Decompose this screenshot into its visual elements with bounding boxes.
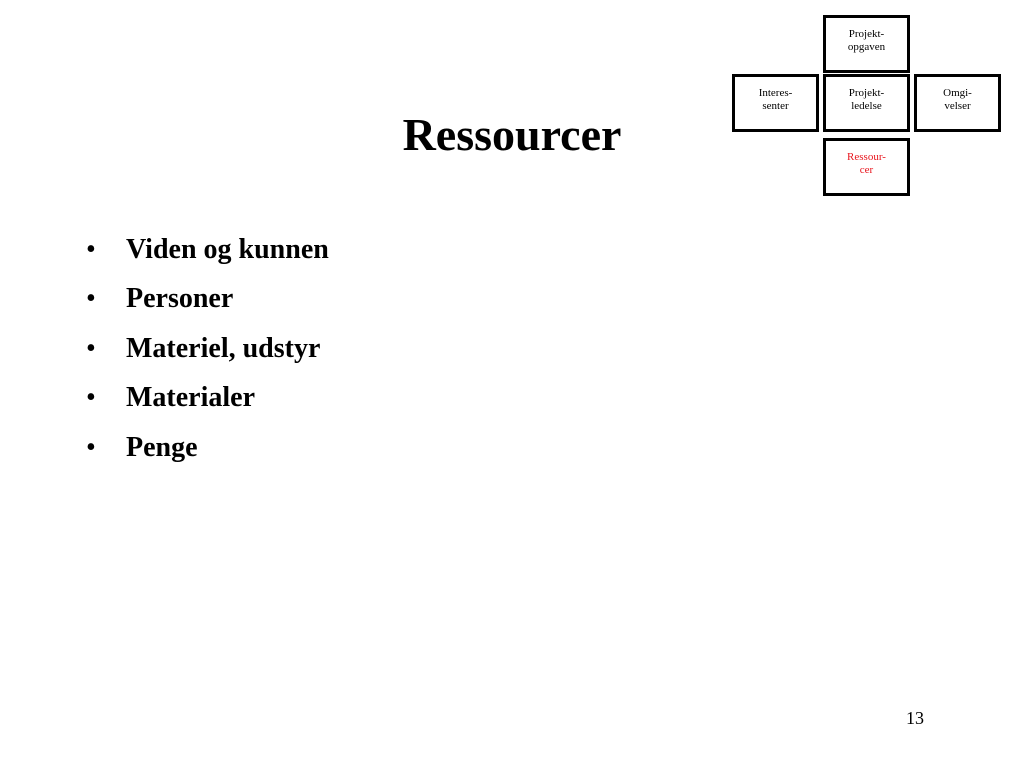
- diagram-box-label: Omgi-: [943, 87, 972, 99]
- list-item: • Personer: [86, 274, 329, 323]
- list-item-text: Materiel, udstyr: [126, 332, 321, 364]
- slide-title: Ressourcer: [402, 109, 622, 160]
- diagram-box-label: opgaven: [847, 41, 886, 53]
- bullet-icon: •: [86, 382, 96, 414]
- bullet-list: • Viden og kunnen • Personer • Materiel,…: [86, 225, 329, 472]
- bullet-icon: •: [86, 332, 96, 364]
- diagram-box-label: Ressour-: [847, 151, 886, 163]
- diagram-box-label: Interes-: [758, 87, 793, 99]
- diagram-box-label: velser: [944, 100, 971, 112]
- list-item-text: Materialer: [126, 382, 256, 414]
- diagram-box-label: Projekt-: [848, 28, 885, 40]
- bullet-icon: •: [86, 283, 96, 315]
- list-item: • Materiel, udstyr: [86, 324, 329, 373]
- bullet-icon: •: [86, 234, 96, 265]
- diagram-box-label: Projekt-: [848, 87, 885, 99]
- diagram-box-label: cer: [859, 164, 874, 176]
- list-item-text: Penge: [126, 431, 198, 463]
- diagram-box-interessenter: Interes- senter: [732, 74, 819, 132]
- list-item: • Materialer: [86, 373, 329, 422]
- list-item-text: Personer: [126, 283, 234, 315]
- page-number: 13: [906, 708, 924, 728]
- list-item: • Viden og kunnen: [86, 225, 329, 274]
- diagram-box-label: ledelse: [851, 100, 882, 112]
- bullet-icon: •: [86, 431, 96, 463]
- diagram-box-label: senter: [762, 100, 789, 112]
- list-item: • Penge: [86, 423, 329, 472]
- diagram-box-omgivelser: Omgi- velser: [914, 74, 1001, 132]
- diagram-box-ressourcer: Ressour- cer: [823, 138, 910, 196]
- list-item-text: Viden og kunnen: [126, 234, 329, 265]
- diagram-box-projektledelse: Projekt- ledelse: [823, 74, 910, 132]
- diagram-box-projektopgaven: Projekt- opgaven: [823, 15, 910, 73]
